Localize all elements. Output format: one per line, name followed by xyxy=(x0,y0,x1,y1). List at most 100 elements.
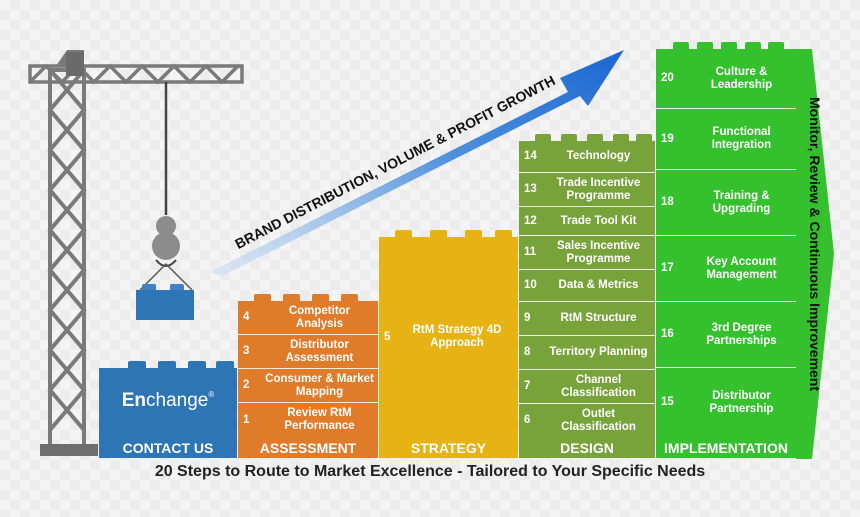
step-19[interactable]: 19 Functional Integration xyxy=(656,109,796,170)
contact-block[interactable] xyxy=(99,368,237,437)
step-16[interactable]: 16 3rd Degree Partnerships xyxy=(656,302,796,368)
contact-stud xyxy=(158,361,176,368)
step-label: Distributor Partnership xyxy=(709,389,774,415)
step-label: Key Account Management xyxy=(706,255,777,281)
step-number: 1 xyxy=(243,413,250,426)
logo-rest: change xyxy=(146,390,209,411)
step-label: Outlet Classification xyxy=(561,407,636,433)
logo-mark: ® xyxy=(208,390,215,399)
assessment-stud xyxy=(341,294,358,301)
step-8[interactable]: 8 Territory Planning xyxy=(519,336,655,370)
step-1[interactable]: 1 Review RtM Performance xyxy=(238,403,378,437)
step-label: Training & Upgrading xyxy=(712,189,771,215)
step-4[interactable]: 4 Competitor Analysis xyxy=(238,301,378,335)
step-label: Distributor Assessment xyxy=(285,338,354,364)
step-label: Sales Incentive Programme xyxy=(556,239,641,265)
step-number: 5 xyxy=(384,330,391,343)
step-number: 4 xyxy=(243,311,250,323)
contact-stud xyxy=(128,361,146,368)
step-number: 16 xyxy=(661,328,674,340)
implementation-stud xyxy=(745,42,761,49)
crane-jib xyxy=(28,63,244,85)
step-number: 10 xyxy=(524,279,537,291)
contact-stud xyxy=(216,361,234,368)
step-number: 6 xyxy=(524,414,531,426)
step-2[interactable]: 2 Consumer & Market Mapping xyxy=(238,369,378,403)
step-label: Culture & Leadership xyxy=(710,65,773,91)
step-label: Technology xyxy=(566,150,631,162)
strategy-stud xyxy=(395,230,412,237)
step-number: 17 xyxy=(661,262,674,274)
step-number: 2 xyxy=(243,379,250,391)
step-15[interactable]: 15 Distributor Partnership xyxy=(656,368,796,437)
design-stud xyxy=(613,134,629,141)
continuous-improvement-arrow xyxy=(796,49,834,459)
crane-base xyxy=(40,444,98,456)
logo-bold: En xyxy=(121,390,147,411)
strategy-stud xyxy=(430,230,447,237)
growth-arrow xyxy=(210,50,624,276)
implementation-tab[interactable]: IMPLEMENTATION xyxy=(656,437,796,458)
step-label: 3rd Degree Partnerships xyxy=(706,321,777,347)
contact-stud xyxy=(188,361,206,368)
step-label: Review RtM Performance xyxy=(284,407,355,432)
step-18[interactable]: 18 Training & Upgrading xyxy=(656,170,796,236)
step-13[interactable]: 13 Trade Incentive Programme xyxy=(519,173,655,207)
step-number: 8 xyxy=(524,346,531,358)
step-number: 7 xyxy=(524,380,531,392)
implementation-stud xyxy=(673,42,689,49)
step-number: 11 xyxy=(524,246,537,258)
step-label: Trade Incentive Programme xyxy=(556,176,641,202)
crane-hook xyxy=(152,216,180,267)
strategy-stud xyxy=(495,230,512,237)
hook-ropes xyxy=(139,262,193,291)
step-number: 12 xyxy=(524,214,537,227)
step-17[interactable]: 17 Key Account Management xyxy=(656,236,796,302)
step-label: Functional Integration xyxy=(711,126,772,151)
step-number: 19 xyxy=(661,132,674,145)
implementation-stud xyxy=(721,42,737,49)
step-number: 18 xyxy=(661,196,674,208)
design-stud xyxy=(587,134,603,141)
step-14[interactable]: 14 Technology xyxy=(519,141,655,173)
crane-illustration xyxy=(28,50,244,456)
step-number: 15 xyxy=(661,396,674,408)
step-label: Consumer & Market Mapping xyxy=(265,372,374,398)
step-6[interactable]: 6 Outlet Classification xyxy=(519,404,655,437)
assessment-tab[interactable]: ASSESSMENT xyxy=(238,437,378,458)
contact-us-button[interactable]: CONTACT US xyxy=(99,437,237,458)
step-label: Competitor Analysis xyxy=(288,304,351,330)
step-11[interactable]: 11 Sales Incentive Programme xyxy=(519,236,655,270)
crane-tower xyxy=(47,68,87,452)
design-stud xyxy=(561,134,577,141)
step-10[interactable]: 10 Data & Metrics xyxy=(519,270,655,302)
design-column: 14 Technology 13 Trade Incentive Programme… xyxy=(519,141,655,437)
enchange-logo: Enchange® xyxy=(99,390,237,412)
continuous-improvement-text: Monitor, Review & Continuous Improvement xyxy=(807,97,823,392)
assessment-stud xyxy=(312,294,329,301)
design-stud xyxy=(636,134,652,141)
step-label: Data & Metrics xyxy=(558,279,639,291)
implementation-stud xyxy=(697,42,713,49)
step-9[interactable]: 9 RtM Structure xyxy=(519,302,655,336)
implementation-stud xyxy=(768,42,784,49)
step-number: 13 xyxy=(524,183,537,195)
crane-cab xyxy=(66,52,84,76)
assessment-stud xyxy=(283,294,300,301)
step-number: 14 xyxy=(524,150,537,162)
page-caption: 20 Steps to Route to Market Excellence -… xyxy=(154,463,706,480)
step-label: RtM Structure xyxy=(560,312,637,324)
step-number: 9 xyxy=(524,312,531,324)
design-tab[interactable]: DESIGN xyxy=(519,437,655,458)
strategy-tab[interactable]: STRATEGY xyxy=(379,437,518,458)
hanging-brick xyxy=(136,284,194,320)
step-label: Territory Planning xyxy=(549,346,648,358)
